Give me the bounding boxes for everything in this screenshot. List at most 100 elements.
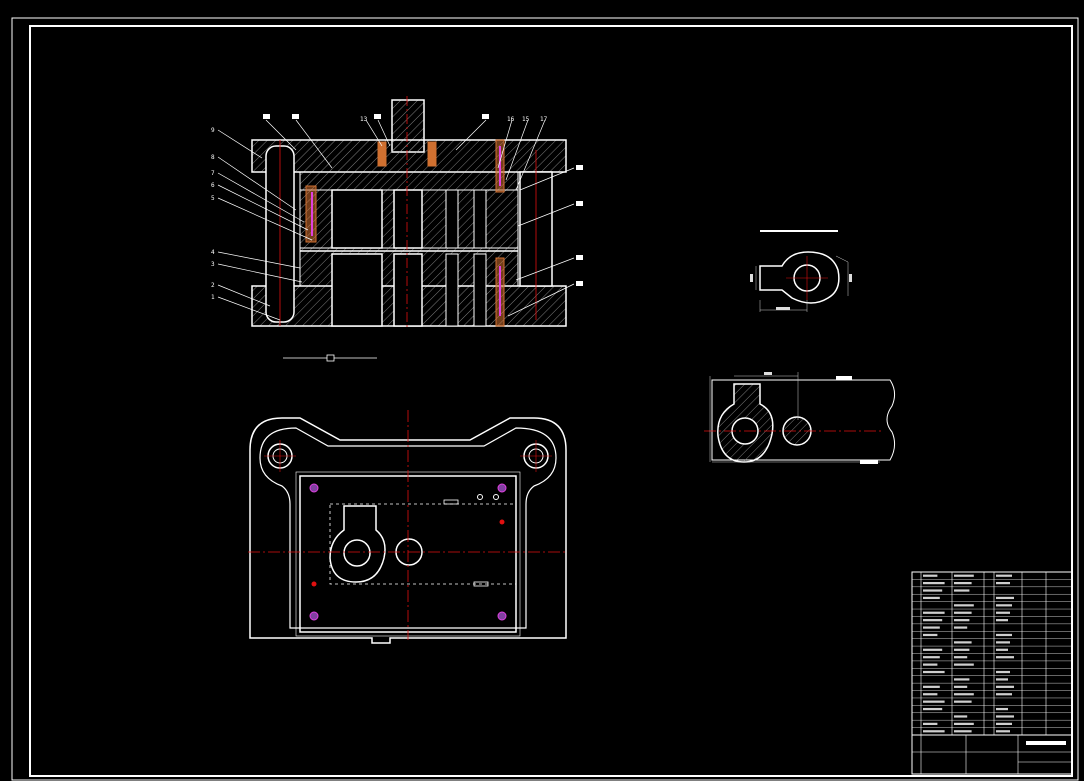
part-no-1: 1 (211, 294, 215, 301)
parts-list-cell-text (996, 641, 1010, 644)
dim-text-1 (776, 307, 790, 310)
strip-dim-text-3 (764, 372, 772, 375)
part-tag-top-4 (482, 114, 489, 119)
part-tag-top-2 (292, 114, 299, 119)
part-no-9: 9 (211, 127, 215, 134)
blanking-cavity-hole (343, 539, 371, 567)
part-no-5: 5 (211, 195, 215, 202)
part-drawing (750, 230, 852, 312)
parts-list-cell-text (954, 715, 968, 718)
punch-medium (393, 189, 423, 249)
parts-list-cell-text (996, 715, 1014, 718)
strip-outline (711, 379, 896, 461)
punch-medium-opening (393, 253, 423, 327)
parts-list-cell-text (996, 582, 1010, 585)
parts-list-cell-text (996, 670, 1010, 674)
stop-slot-bottom (473, 581, 489, 587)
parts-list-cell-text (923, 730, 945, 733)
parts-list-cell-text (996, 648, 1008, 651)
parts-list-cell-text (954, 678, 970, 681)
parts-list-cell-text (923, 619, 943, 622)
sheet-inner-border (29, 25, 1073, 777)
parts-list-cell-text (996, 678, 1008, 681)
parts-list-cell-text (954, 693, 974, 696)
part-no-7: 7 (211, 170, 215, 177)
parts-list-cell-text (923, 589, 943, 592)
part-no-17: 17 (540, 116, 548, 123)
pilot-punch-1 (445, 189, 459, 249)
section-view: 9 8 7 6 5 4 3 2 1 13 16 15 17 (211, 96, 583, 330)
parts-list-cell-text (996, 604, 1012, 607)
parts-list-cell-text (954, 619, 970, 622)
parts-list-cell-text (954, 648, 970, 651)
dim-text-3 (849, 274, 852, 282)
parts-list-cell-text (954, 730, 972, 733)
parts-list-cell-text (996, 693, 1012, 696)
parts-list-cell-text (954, 685, 968, 688)
drawing-title-text (1026, 741, 1066, 745)
pilot-punch-2-opening (473, 253, 487, 327)
parts-list-cell-text (923, 685, 940, 688)
strip-dim-text-1 (836, 376, 852, 380)
parts-list-cell-text (923, 648, 943, 651)
parts-list-cell-text (996, 633, 1012, 637)
strip-area (329, 503, 517, 585)
part-no-3: 3 (211, 261, 215, 268)
parts-list-cell-text (923, 693, 938, 696)
parts-list-cell-text (954, 582, 972, 585)
parts-list-cell-text (923, 574, 938, 577)
parts-list-cell-text (954, 722, 974, 725)
strip-layout (704, 372, 896, 464)
part-tag-top-1 (263, 114, 270, 119)
part-tags-right (576, 165, 583, 286)
parts-list-cell-text (923, 663, 938, 666)
part-tag-top-3 (374, 114, 381, 119)
upper-die-plate (251, 139, 567, 173)
parts-list-cell-text (923, 611, 945, 614)
socket-screw-2 (427, 141, 437, 167)
lower-die-inner-outline (259, 427, 557, 629)
parts-list-cell-text (996, 722, 1012, 725)
part-no-15: 15 (522, 116, 530, 123)
blanking-cavity (329, 505, 386, 583)
parts-list-cell-text (996, 656, 1014, 659)
parts-list-cell-text (996, 611, 1010, 614)
dim-text-2 (750, 274, 753, 282)
sheet-outer-border (11, 17, 1079, 781)
parts-list-cell-text (923, 596, 940, 600)
stop-slot-top (443, 499, 459, 505)
part-numbers-top: 13 16 15 17 (263, 114, 548, 123)
part-no-2: 2 (211, 282, 215, 289)
strip-dimensions (709, 372, 880, 463)
part-no-13: 13 (360, 116, 368, 123)
parts-list-cell-text (996, 596, 1014, 600)
pilot-punch-1-opening (445, 253, 459, 327)
workpiece-outline (759, 251, 840, 304)
punch-large-opening (331, 253, 383, 327)
socket-screw-1 (377, 141, 387, 167)
section-cut-line (283, 354, 377, 362)
lower-die-outline (249, 417, 567, 644)
parts-list-cell-text (954, 700, 972, 703)
parts-list-cell-text (923, 700, 945, 703)
leader-lines-left (217, 129, 313, 321)
parts-list-cell-text (954, 611, 972, 614)
parts-list-cell-text (996, 685, 1014, 688)
parts-list-cell-text (954, 574, 974, 577)
workpiece-dimensions (755, 255, 849, 312)
parts-list-cell-text (923, 656, 940, 659)
part-no-16: 16 (507, 116, 515, 123)
parts-list-rows (912, 574, 1072, 745)
parts-list-cell-text (996, 574, 1012, 577)
leader-lines-top (265, 119, 546, 191)
pilot-punch-2 (473, 189, 487, 249)
strip-dim-text-2 (860, 460, 878, 464)
leader-lines-right (507, 167, 575, 317)
parts-list-cell-text (996, 707, 1008, 711)
punch-large (331, 189, 383, 249)
parts-list-cell-text (923, 707, 943, 711)
part-no-8: 8 (211, 154, 215, 161)
parts-list-cell-text (954, 663, 974, 666)
parts-list-cell-text (996, 730, 1010, 733)
